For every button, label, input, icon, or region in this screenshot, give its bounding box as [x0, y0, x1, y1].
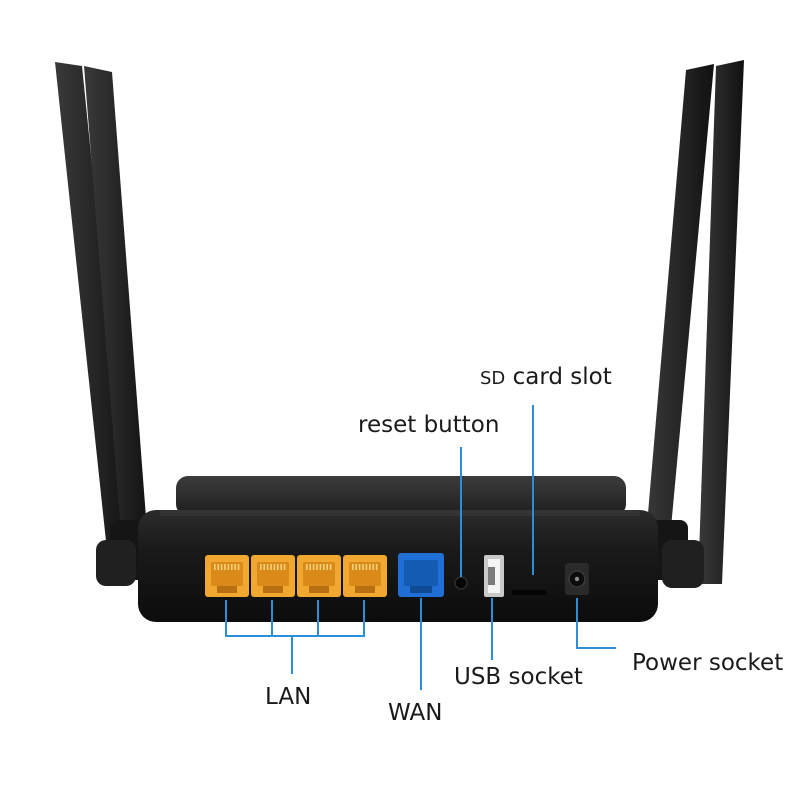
power-socket — [565, 563, 589, 595]
sd-card-slot-label: SD card slot — [480, 366, 612, 389]
lan-port — [297, 555, 341, 597]
lan-callout-line — [225, 600, 365, 674]
callout-lines — [225, 405, 616, 690]
power-callout-line — [576, 598, 616, 649]
power-socket-label: Power socket — [632, 650, 784, 676]
router-body — [138, 476, 658, 622]
sd-card-slot — [512, 590, 546, 595]
right-antenna-back — [644, 64, 714, 560]
reset-button-hole — [454, 576, 468, 590]
lan-label: LAN — [265, 684, 312, 710]
lan-ports — [205, 555, 387, 597]
usb-port — [484, 555, 504, 597]
left-antenna-back — [55, 62, 132, 560]
sd-prefix: SD — [480, 368, 506, 389]
lan-port — [251, 555, 295, 597]
sd-label-rest: card slot — [505, 364, 612, 390]
usb-socket-label: USB socket — [454, 664, 583, 690]
right-antenna-front — [698, 60, 744, 584]
lan-port — [205, 555, 249, 597]
reset-button-label: reset button — [358, 412, 500, 438]
left-antenna-front — [84, 66, 150, 572]
wan-port — [398, 553, 444, 597]
lan-port — [343, 555, 387, 597]
wan-label: WAN — [388, 700, 443, 726]
